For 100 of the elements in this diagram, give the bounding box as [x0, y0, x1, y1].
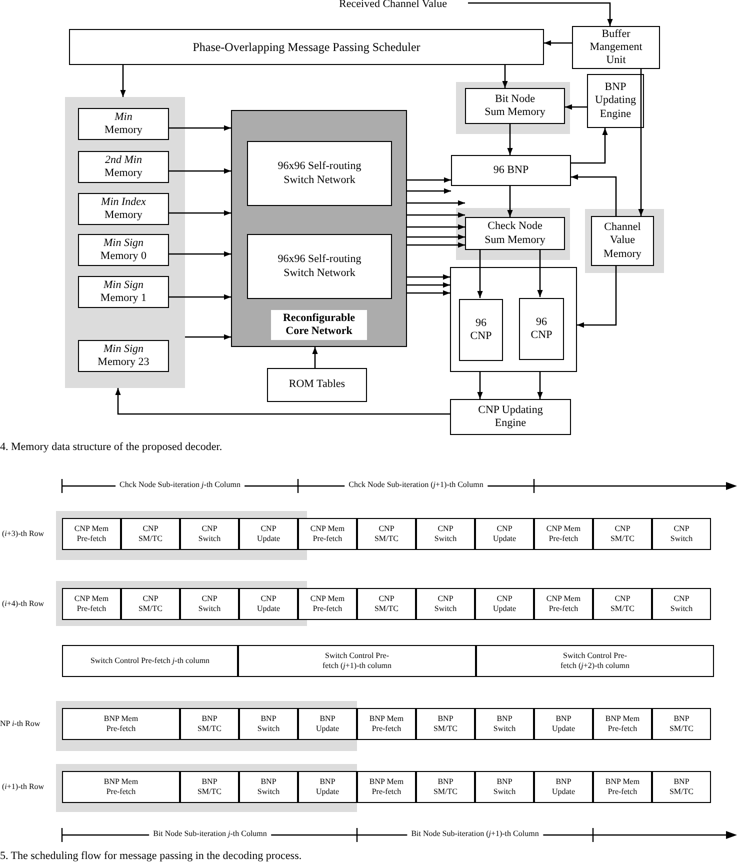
- arrow: [169, 168, 231, 174]
- stage-cell: CNP SM/TC: [121, 518, 180, 550]
- column-heading: Chck Node Sub-iteration (j+1)-th Column: [344, 480, 488, 489]
- column-heading: Bit Node Sub-iteration (j+1)-th Column: [407, 829, 543, 838]
- stage-cell: CNP Switch: [652, 518, 711, 550]
- stage-cell: CNP Update: [475, 518, 534, 550]
- switch-network-box: 96x96 Self-routing Switch Network: [247, 234, 392, 299]
- stage-cell: BNP SM/TC: [652, 708, 711, 740]
- stage-cell: CNP Mem Pre-fetch: [62, 588, 121, 620]
- scheduler-box: Phase-Overlapping Message Passing Scheduler: [69, 29, 544, 65]
- arrow: [185, 334, 231, 340]
- stage-cell: BNP Update: [298, 708, 357, 740]
- stage-cell: CNP Switch: [652, 588, 711, 620]
- stage-cell: BNP Mem Pre-fetch: [357, 771, 416, 803]
- stage-cell: BNP SM/TC: [180, 771, 239, 803]
- process-box: 2nd Min Memory: [78, 151, 169, 183]
- arrow: [571, 174, 617, 216]
- process-box: 96 BNP: [451, 155, 571, 186]
- memory-group-panel: [65, 97, 185, 388]
- row-label: NP i-th Row: [0, 719, 40, 728]
- arrow: [169, 125, 231, 131]
- arrow: [638, 69, 644, 216]
- buffer-box: Buffer Mangement Unit: [572, 26, 660, 69]
- stage-cell: BNP Switch: [475, 771, 534, 803]
- stage-cell: BNP Switch: [475, 708, 534, 740]
- arrow: [120, 65, 126, 97]
- process-box: BNP Updating Engine: [587, 74, 644, 128]
- stage-cell: BNP SM/TC: [652, 771, 711, 803]
- stage-cell: BNP Mem Pre-fetch: [593, 708, 652, 740]
- stage-cell: CNP Update: [475, 588, 534, 620]
- arrow: [565, 104, 587, 110]
- arrow: [169, 294, 231, 300]
- process-box: Min Index Memory: [78, 193, 169, 225]
- process-box: Min Sign Memory 0: [78, 234, 169, 266]
- stage-cell: CNP Switch: [416, 518, 475, 550]
- arrow: [407, 234, 465, 240]
- stage-cell: BNP Update: [534, 708, 593, 740]
- arrow: [577, 266, 617, 328]
- switch-control-cell: Switch Control Pre-fetch (j+2)-th column: [476, 645, 714, 677]
- switch-network-box: 96x96 Self-routing Switch Network: [247, 141, 392, 206]
- arrow: [407, 290, 450, 296]
- arrow: [407, 200, 465, 206]
- row-label: (i+3)-th Row: [2, 529, 44, 538]
- stage-cell: CNP Mem Pre-fetch: [62, 518, 121, 550]
- stage-cell: CNP Switch: [416, 588, 475, 620]
- arrow: [407, 177, 451, 183]
- process-box: Channel Value Memory: [591, 216, 654, 266]
- arrow: [407, 242, 465, 248]
- arrow: [507, 124, 513, 155]
- stage-cell: CNP Update: [239, 518, 298, 550]
- stage-cell: BNP Mem Pre-fetch: [357, 708, 416, 740]
- arrow: [544, 40, 572, 46]
- row-label: (i+4)-th Row: [2, 599, 44, 608]
- process-box: Min Sign Memory 23: [78, 340, 169, 372]
- process-box: Min Memory: [78, 108, 169, 140]
- arrow: [537, 250, 543, 297]
- row-label: (i+1)-th Row: [2, 782, 44, 791]
- stage-cell: BNP SM/TC: [416, 771, 475, 803]
- stage-cell: CNP Mem Pre-fetch: [298, 588, 357, 620]
- stage-cell: BNP SM/TC: [180, 708, 239, 740]
- arrow: [312, 347, 318, 368]
- switch-control-cell: Switch Control Pre-fetch (j+1)-th column: [238, 645, 476, 677]
- stage-cell: BNP Switch: [239, 708, 298, 740]
- stage-cell: BNP Mem Pre-fetch: [62, 771, 180, 803]
- arrow: [407, 212, 465, 218]
- stage-cell: BNP SM/TC: [416, 708, 475, 740]
- stage-cell: CNP SM/TC: [357, 588, 416, 620]
- arrow: [571, 128, 608, 164]
- stage-cell: CNP Mem Pre-fetch: [534, 518, 593, 550]
- arrow: [507, 186, 513, 217]
- arrow: [477, 250, 483, 298]
- process-box: Bit Node Sum Memory: [465, 88, 565, 124]
- switch-control-cell: Switch Control Pre-fetch j-th column: [62, 645, 238, 677]
- process-box: Check Node Sum Memory: [465, 217, 565, 250]
- stage-cell: CNP SM/TC: [593, 518, 652, 550]
- stage-cell: CNP Switch: [180, 518, 239, 550]
- stage-cell: CNP Mem Pre-fetch: [534, 588, 593, 620]
- stage-cell: CNP Update: [239, 588, 298, 620]
- panel-title: Reconfigurable Core Network: [271, 310, 367, 340]
- stage-cell: CNP SM/TC: [121, 588, 180, 620]
- column-heading: Bit Node Sub-iteration j-th Column: [149, 829, 271, 838]
- arrow: [169, 210, 231, 216]
- process-box: Min Sign Memory 1: [78, 276, 169, 308]
- processor-box: 96 CNP: [519, 298, 564, 360]
- processor-box: 96 CNP: [459, 299, 503, 361]
- arrow: [115, 388, 450, 415]
- stage-cell: CNP SM/TC: [593, 588, 652, 620]
- arrow: [407, 282, 450, 288]
- column-heading: Chck Node Sub-iteration j-th Column: [116, 480, 244, 489]
- arrow: [407, 274, 450, 280]
- stage-cell: BNP Switch: [239, 771, 298, 803]
- figure-caption: 5. The scheduling flow for message passing in the decoding process.: [0, 850, 302, 862]
- stage-cell: CNP SM/TC: [357, 518, 416, 550]
- stage-cell: BNP Mem Pre-fetch: [593, 771, 652, 803]
- stage-cell: BNP Update: [534, 771, 593, 803]
- stage-cell: CNP Switch: [180, 588, 239, 620]
- arrow: [477, 372, 483, 399]
- arrow: [502, 65, 508, 88]
- network-panel: [231, 110, 407, 347]
- arrow: [407, 188, 451, 194]
